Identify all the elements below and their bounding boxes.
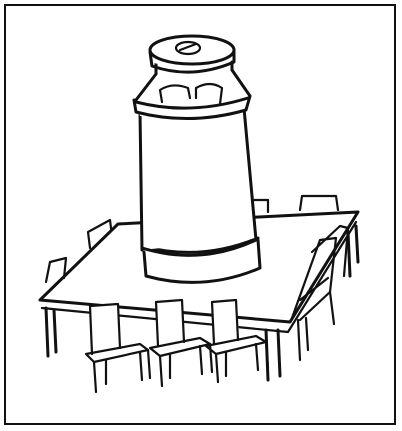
side-chairs-right [290,224,350,362]
milk-can [132,34,262,284]
front-chairs [84,298,270,394]
side-chair-left [44,256,68,284]
